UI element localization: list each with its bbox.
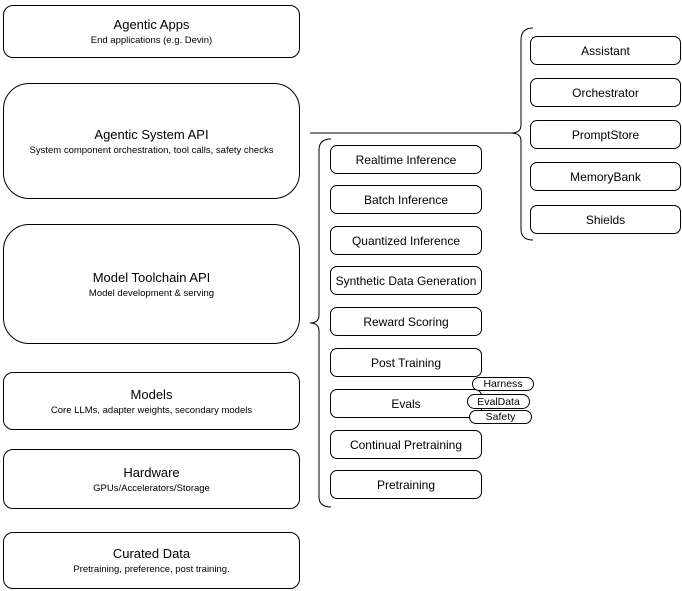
- node-realtime-inference: Realtime Inference: [330, 145, 482, 174]
- node-shields: Shields: [530, 205, 681, 234]
- node-subtitle: End applications (e.g. Devin): [90, 35, 213, 46]
- node-models: Models Core LLMs, adapter weights, secon…: [3, 372, 300, 430]
- node-label: Continual Pretraining: [349, 437, 463, 452]
- node-orchestrator: Orchestrator: [530, 78, 681, 107]
- node-memorybank: MemoryBank: [530, 162, 681, 191]
- node-label: PromptStore: [571, 127, 640, 142]
- node-title: Hardware: [123, 464, 180, 480]
- node-continual-pretraining: Continual Pretraining: [330, 430, 482, 459]
- node-label: Quantized Inference: [351, 233, 461, 248]
- node-label: Post Training: [370, 355, 442, 370]
- node-label: Realtime Inference: [355, 152, 457, 167]
- node-label: Shields: [585, 212, 626, 227]
- node-subtitle: Pretraining, preference, post training.: [73, 564, 230, 575]
- node-pretraining: Pretraining: [330, 470, 482, 499]
- node-evals: Evals: [330, 389, 482, 418]
- node-title: Model Toolchain API: [92, 269, 211, 285]
- node-label: Reward Scoring: [363, 314, 449, 329]
- tag-safety: Safety: [469, 410, 532, 424]
- tag-label: Harness: [483, 378, 523, 390]
- node-promptstore: PromptStore: [530, 120, 681, 149]
- tag-harness: Harness: [472, 377, 534, 391]
- tag-label: EvalData: [477, 395, 520, 408]
- node-subtitle: System component orchestration, tool cal…: [29, 144, 274, 156]
- node-label: Orchestrator: [572, 85, 639, 100]
- node-curated-data: Curated Data Pretraining, preference, po…: [3, 532, 300, 589]
- node-quantized-inference: Quantized Inference: [330, 226, 482, 255]
- node-batch-inference: Batch Inference: [330, 185, 482, 214]
- toolchain-brace: [309, 138, 332, 508]
- node-post-training: Post Training: [330, 348, 482, 377]
- node-assistant: Assistant: [530, 36, 681, 65]
- node-label: Synthetic Data Generation: [335, 273, 477, 288]
- node-label: Batch Inference: [363, 192, 449, 207]
- node-label: Pretraining: [376, 477, 436, 492]
- node-agentic-system-api: Agentic System API System component orch…: [3, 83, 300, 199]
- node-label: Evals: [391, 396, 421, 411]
- node-agentic-apps: Agentic Apps End applications (e.g. Devi…: [3, 5, 300, 58]
- node-title: Agentic Apps: [113, 17, 190, 32]
- node-title: Agentic System API: [94, 126, 209, 142]
- node-label: MemoryBank: [570, 169, 641, 184]
- node-synthetic-data-generation: Synthetic Data Generation: [330, 266, 482, 295]
- node-reward-scoring: Reward Scoring: [330, 307, 482, 336]
- node-subtitle: GPUs/Accelerators/Storage: [93, 482, 210, 494]
- node-label: Assistant: [581, 43, 630, 58]
- node-model-toolchain-api: Model Toolchain API Model development & …: [3, 224, 300, 344]
- components-brace: [510, 27, 534, 241]
- node-subtitle: Model development & serving: [88, 287, 215, 299]
- node-title: Curated Data: [112, 546, 191, 561]
- tag-evaldata: EvalData: [467, 394, 530, 409]
- node-subtitle: Core LLMs, adapter weights, secondary mo…: [50, 404, 253, 416]
- node-title: Models: [130, 386, 173, 402]
- tag-label: Safety: [485, 411, 516, 423]
- node-hardware: Hardware GPUs/Accelerators/Storage: [3, 449, 300, 509]
